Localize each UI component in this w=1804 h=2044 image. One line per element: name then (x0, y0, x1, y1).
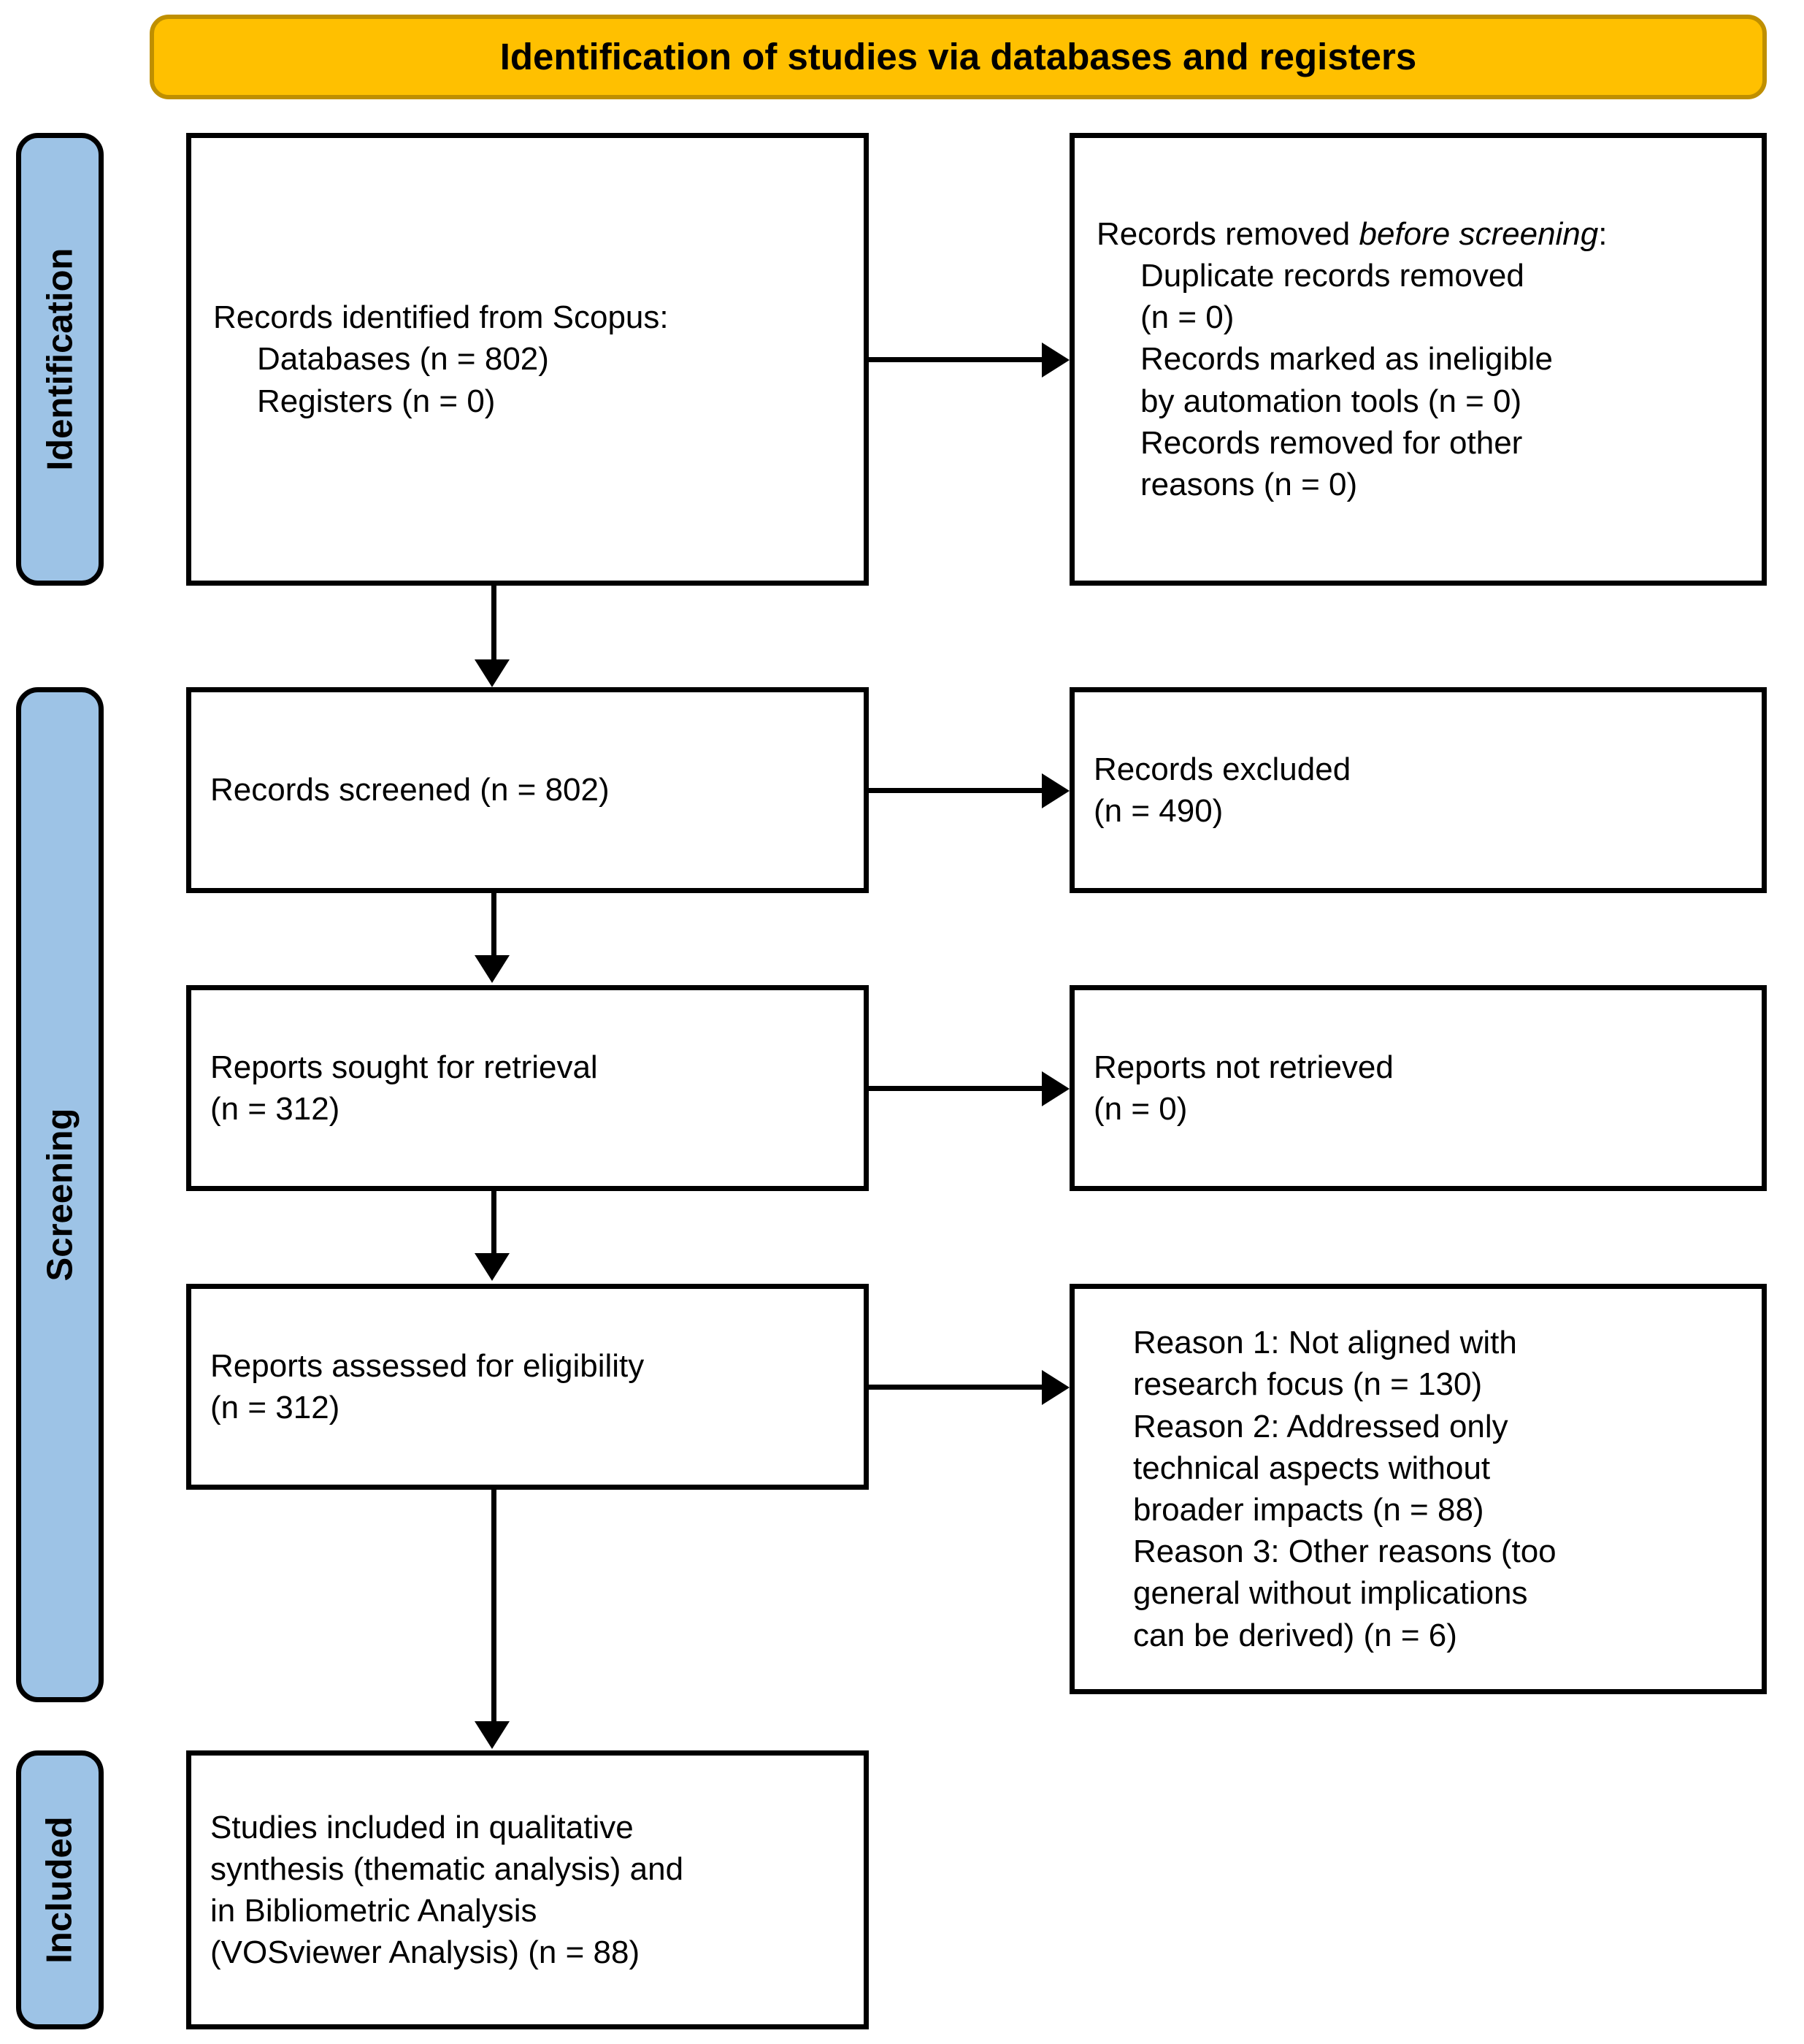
text-line: Databases (n = 802) (257, 341, 549, 378)
text-line: broader impacts (n = 88) (1133, 1492, 1484, 1528)
text-line: Records identified from Scopus: (213, 299, 669, 336)
box-reports-sought-text: Reports sought for retrieval (n = 312) (191, 1046, 864, 1130)
box-records-excluded: Records excluded (n = 490) (1070, 687, 1767, 893)
connector-identified-to-removed (869, 357, 1044, 362)
text-line: research focus (n = 130) (1133, 1366, 1483, 1403)
text-fragment: : (1598, 215, 1608, 252)
connector-identified-to-screened (491, 586, 496, 662)
text-line: Reports assessed for eligibility (210, 1347, 645, 1384)
box-reports-assessed-text: Reports assessed for eligibility (n = 31… (191, 1345, 864, 1428)
stage-band-included: Included (16, 1750, 104, 2029)
arrow-right-icon (1042, 773, 1070, 808)
text-fragment-italic: before screening (1359, 215, 1599, 252)
text-line: (n = 312) (210, 1091, 340, 1127)
arrow-right-icon (1042, 1071, 1070, 1106)
arrow-right-icon (1042, 1370, 1070, 1405)
arrow-down-icon (475, 1721, 510, 1749)
box-records-removed: Records removed before screening: Duplic… (1070, 133, 1767, 586)
box-reports-not-retrieved-text: Reports not retrieved (n = 0) (1075, 1046, 1762, 1130)
text-line: Records screened (n = 802) (210, 772, 610, 808)
text-line: Records marked as ineligible (1140, 341, 1553, 378)
stage-label-included: Included (40, 1816, 80, 1964)
text-line: by automation tools (n = 0) (1140, 383, 1522, 419)
text-line: Reason 2: Addressed only (1133, 1408, 1508, 1444)
connector-screened-to-sought (491, 893, 496, 957)
box-records-identified-text: Records identified from Scopus: Database… (191, 296, 864, 422)
text-line: Reason 1: Not aligned with (1133, 1325, 1517, 1361)
text-line: Reason 3: Other reasons (too (1133, 1534, 1557, 1570)
box-records-removed-text: Records removed before screening: Duplic… (1075, 213, 1762, 505)
connector-assessed-to-included (491, 1490, 496, 1723)
text-line: Registers (n = 0) (257, 383, 496, 419)
text-line: general without implications (1133, 1575, 1528, 1612)
text-line: can be derived) (n = 6) (1133, 1617, 1457, 1653)
text-line: Records excluded (1094, 751, 1351, 787)
text-line: (n = 312) (210, 1390, 340, 1425)
text-line: in Bibliometric Analysis (210, 1893, 537, 1929)
text-line: (VOSviewer Analysis) (n = 88) (210, 1934, 640, 1971)
text-line: Duplicate records removed (1140, 258, 1524, 294)
box-records-screened-text: Records screened (n = 802) (191, 769, 864, 811)
stage-label-screening: Screening (40, 1108, 80, 1282)
box-exclusion-reasons: Reason 1: Not aligned with research focu… (1070, 1284, 1767, 1694)
connector-screened-to-excluded (869, 788, 1044, 793)
text-line: Records removed before screening: (1097, 213, 1740, 255)
text-line: Reports not retrieved (1094, 1049, 1394, 1085)
box-studies-included-text: Studies included in qualitative synthesi… (191, 1807, 864, 1974)
box-records-identified: Records identified from Scopus: Database… (186, 133, 869, 586)
connector-sought-to-notretrieved (869, 1086, 1044, 1091)
text-fragment: Records removed (1097, 215, 1359, 252)
stage-band-identification: Identification (16, 133, 104, 586)
text-line: Records removed for other (1140, 424, 1523, 461)
text-line: Reports sought for retrieval (210, 1049, 598, 1085)
box-reports-sought: Reports sought for retrieval (n = 312) (186, 985, 869, 1191)
box-exclusion-reasons-text: Reason 1: Not aligned with research focu… (1075, 1322, 1762, 1656)
box-records-excluded-text: Records excluded (n = 490) (1075, 749, 1762, 832)
arrow-down-icon (475, 955, 510, 983)
arrow-right-icon (1042, 342, 1070, 378)
box-studies-included: Studies included in qualitative synthesi… (186, 1750, 869, 2029)
box-reports-assessed: Reports assessed for eligibility (n = 31… (186, 1284, 869, 1490)
text-line: (n = 0) (1140, 299, 1235, 336)
text-line: reasons (n = 0) (1140, 466, 1358, 502)
header-banner: Identification of studies via databases … (150, 15, 1767, 99)
arrow-down-icon (475, 1253, 510, 1281)
page-title: Identification of studies via databases … (499, 35, 1417, 77)
text-line: (n = 490) (1094, 793, 1224, 829)
text-line: (n = 0) (1094, 1091, 1188, 1127)
connector-assessed-to-reasons (869, 1385, 1044, 1390)
stage-band-screening: Screening (16, 687, 104, 1702)
connector-sought-to-assessed (491, 1191, 496, 1255)
text-line: synthesis (thematic analysis) and (210, 1850, 684, 1887)
arrow-down-icon (475, 659, 510, 687)
stage-label-identification: Identification (40, 248, 80, 471)
text-line: technical aspects without (1133, 1450, 1491, 1486)
text-line: Studies included in qualitative (210, 1809, 634, 1845)
box-reports-not-retrieved: Reports not retrieved (n = 0) (1070, 985, 1767, 1191)
box-records-screened: Records screened (n = 802) (186, 687, 869, 893)
